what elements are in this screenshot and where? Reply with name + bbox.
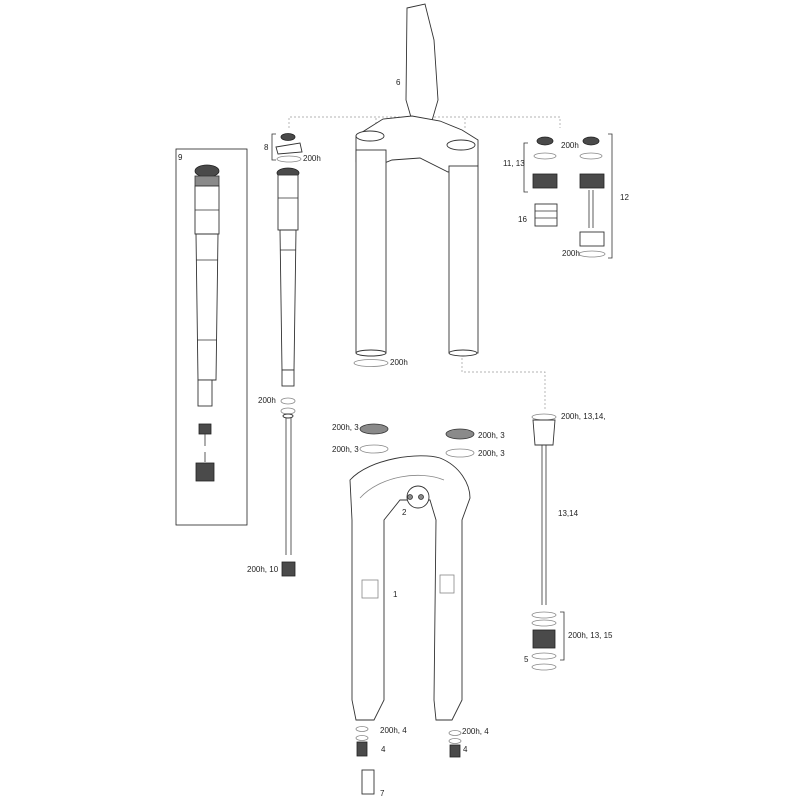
seal-group xyxy=(359,423,475,458)
label-seal-left-2: 200h, 3 xyxy=(332,445,359,454)
label-1: 1 xyxy=(393,590,398,599)
label-bottom-left-4: 4 xyxy=(381,745,386,754)
label-11-13: 11, 13 xyxy=(503,159,525,168)
label-2: 2 xyxy=(402,508,407,517)
callout-labels: 6 8 200h 9 11, 13 200h 12 16 200h 200h 2… xyxy=(178,78,629,798)
label-7: 7 xyxy=(380,789,385,798)
label-12: 12 xyxy=(620,193,629,202)
right-cartridge-group xyxy=(523,133,613,259)
label-seal-left-1: 200h, 3 xyxy=(332,423,359,432)
label-bottom-right-4: 4 xyxy=(463,745,468,754)
label-6: 6 xyxy=(396,78,401,87)
label-air-200h: 200h xyxy=(258,396,276,405)
label-air-10: 200h, 10 xyxy=(247,565,279,574)
boxed-damper-group-9 xyxy=(175,148,248,526)
label-12-200h: 200h xyxy=(562,249,580,258)
top-cap-group-8 xyxy=(271,133,303,163)
label-crown-200h: 200h xyxy=(390,358,408,367)
damper-shaft xyxy=(531,413,565,671)
label-13-14: 13,14 xyxy=(558,509,579,518)
label-5: 5 xyxy=(524,655,529,664)
lower-legs xyxy=(349,455,471,721)
label-16: 16 xyxy=(518,215,527,224)
label-5-200h: 200h, 13, 15 xyxy=(568,631,613,640)
label-bottom-left-200h-4: 200h, 4 xyxy=(380,726,407,735)
label-bottom-right-200h-4: 200h, 4 xyxy=(462,727,489,736)
label-8-200h: 200h xyxy=(303,154,321,163)
label-seal-right-2: 200h, 3 xyxy=(478,449,505,458)
o-ring-crown xyxy=(353,359,389,367)
label-8: 8 xyxy=(264,143,269,152)
label-damper-200h: 200h, 13,14, xyxy=(561,412,605,421)
label-11-200h: 200h xyxy=(561,141,579,150)
crown-steerer-assembly xyxy=(355,3,479,357)
bottom-hardware xyxy=(355,726,462,795)
label-9: 9 xyxy=(178,153,183,162)
label-seal-right-1: 200h, 3 xyxy=(478,431,505,440)
air-spring-assembly xyxy=(276,167,300,577)
